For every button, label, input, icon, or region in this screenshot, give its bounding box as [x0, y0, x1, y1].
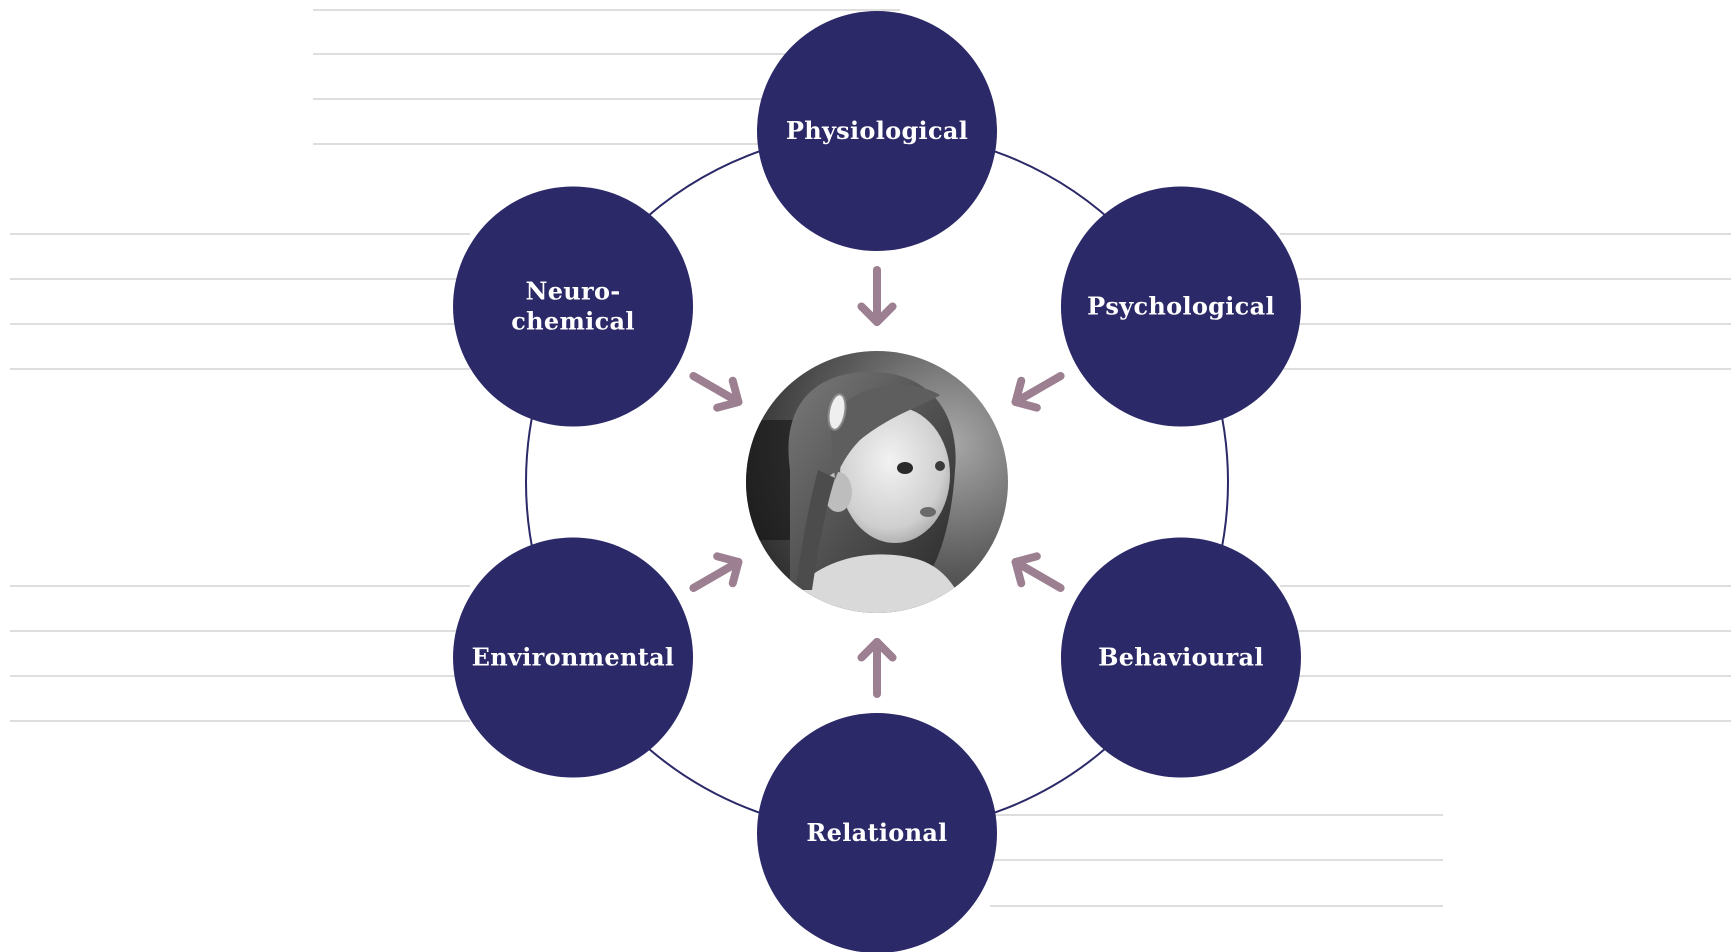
- node-environmental: Environmental: [453, 537, 694, 778]
- arrow-from-psychological: [1011, 372, 1065, 412]
- node-label: chemical: [511, 307, 635, 336]
- center-photo: [746, 351, 1008, 613]
- node-circle: [1060, 186, 1301, 427]
- node-psychological: Psychological: [1060, 186, 1301, 427]
- node-label: Environmental: [472, 643, 675, 672]
- node-physiological: Physiological: [757, 11, 997, 251]
- arrow-from-neurochemical: [689, 372, 743, 412]
- node-label: Physiological: [786, 116, 968, 145]
- child-portrait-photo-icon: [746, 351, 1008, 613]
- node-circle: [453, 537, 694, 778]
- arrow-from-physiological: [857, 266, 897, 326]
- node-circle: [453, 186, 694, 427]
- background-rule-lines: [10, 9, 1731, 907]
- node-behavioural: Behavioural: [1060, 537, 1301, 778]
- node-circle: [757, 713, 997, 952]
- node-label: Behavioural: [1098, 643, 1264, 672]
- node-label: Psychological: [1087, 292, 1275, 321]
- node-label: Relational: [806, 818, 947, 847]
- node-circle: [757, 11, 997, 251]
- inward-arrows: [689, 266, 1065, 698]
- node-label: Neuro-: [525, 277, 620, 306]
- node-relational: Relational: [757, 713, 997, 952]
- arrow-from-behavioural: [1011, 552, 1065, 592]
- node-circle: [1060, 537, 1301, 778]
- arrow-from-environmental: [689, 552, 743, 592]
- node-neurochemical: Neuro-chemical: [453, 186, 694, 427]
- arrow-from-relational: [857, 638, 897, 698]
- diagram-nodes: PhysiologicalPsychologicalBehaviouralRel…: [453, 11, 1301, 952]
